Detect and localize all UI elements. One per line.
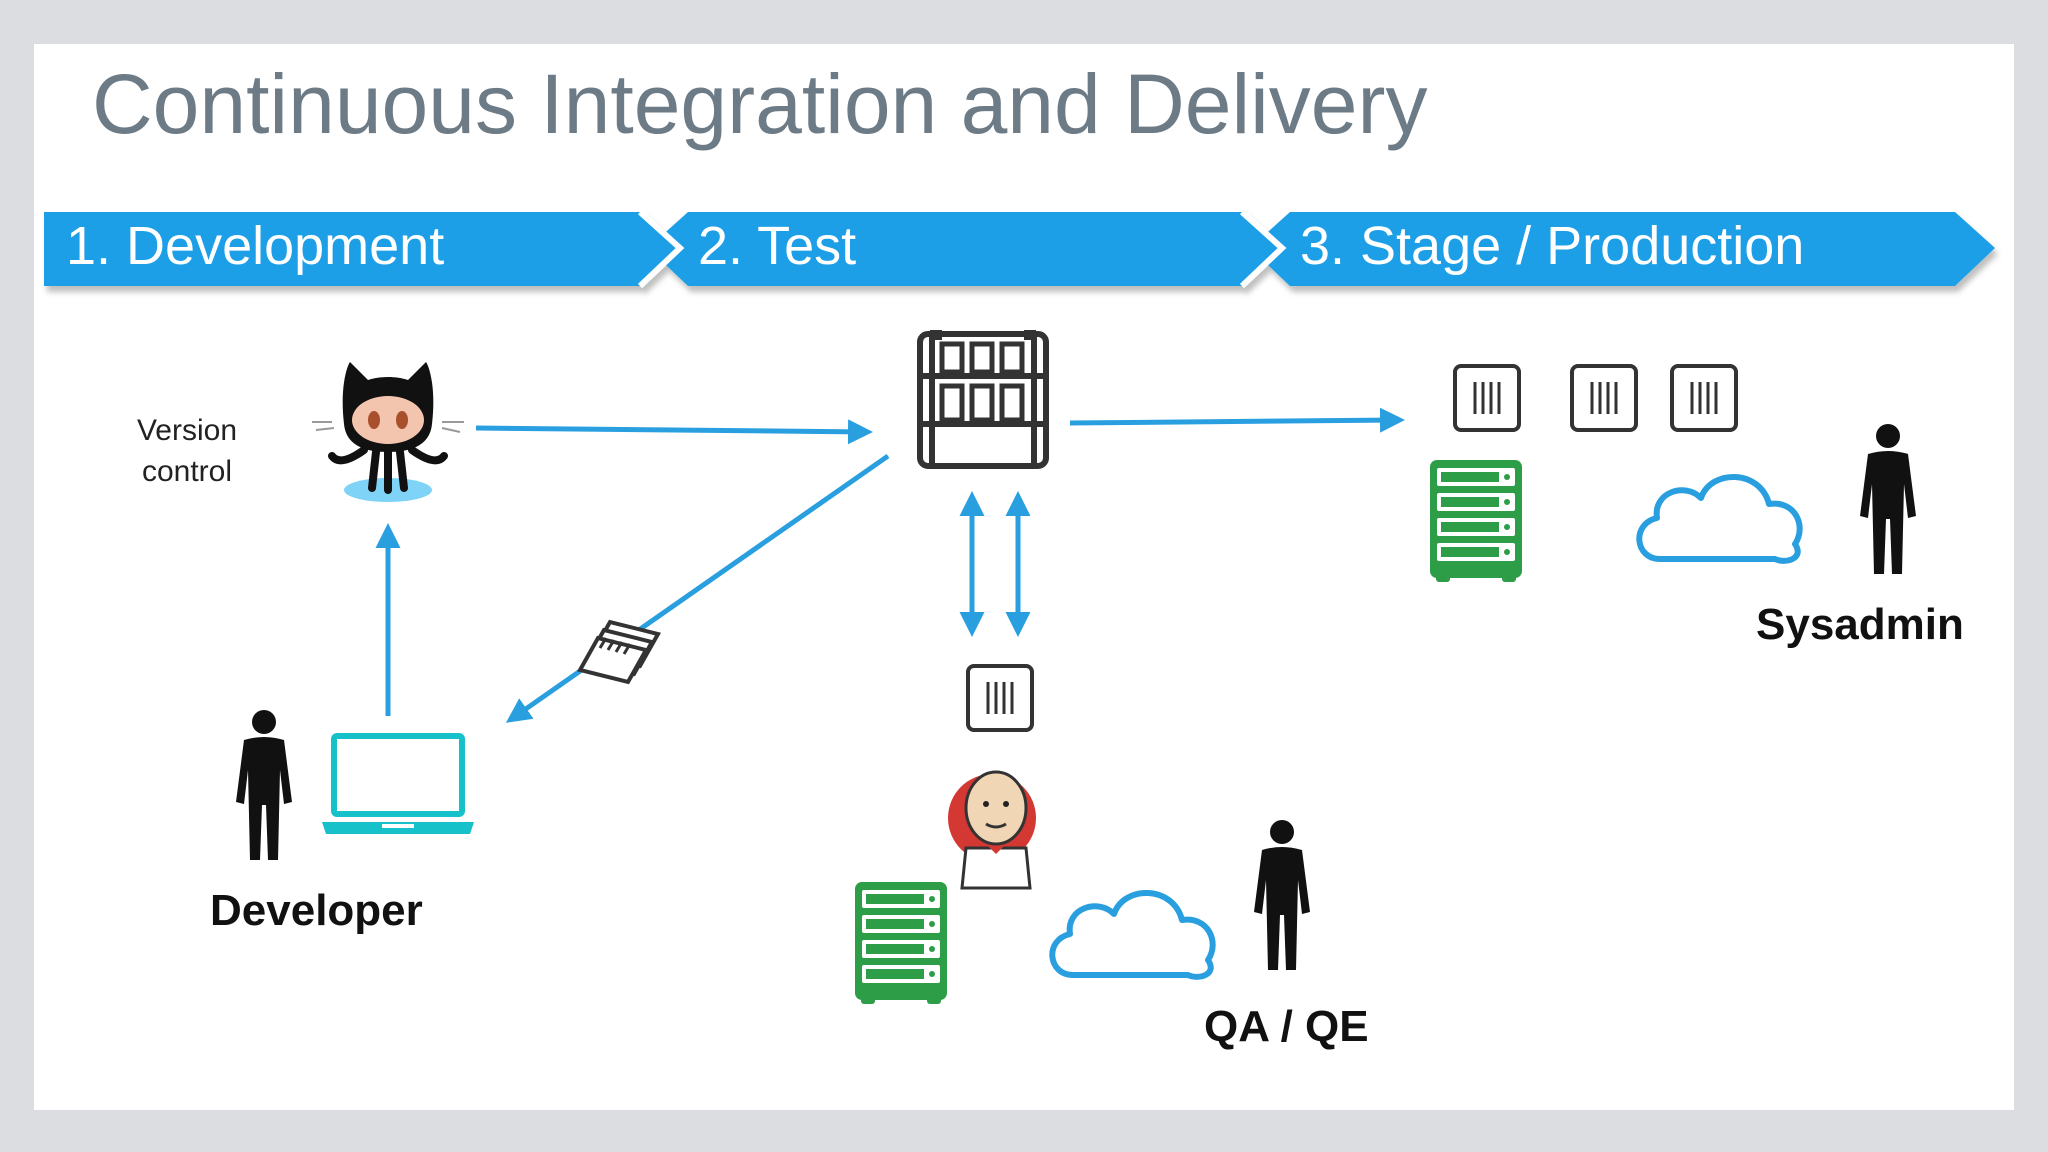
flow-arrows <box>375 407 1405 723</box>
stage-production <box>1250 212 1995 286</box>
test-cloud-icon <box>1052 893 1212 977</box>
prod-artifact-icon-1 <box>1453 364 1521 432</box>
sysadmin-person-icon <box>1860 424 1916 574</box>
sysadmin-label: Sysadmin <box>1756 600 1964 649</box>
prod-cloud-icon <box>1639 477 1799 561</box>
stage-label-test: 2. Test <box>698 216 857 276</box>
jenkins-icon <box>948 770 1036 890</box>
developer-person-icon <box>236 710 292 860</box>
laptop-icon <box>322 733 474 834</box>
artifact-repository-icon <box>917 330 1049 469</box>
version-control-line-1: Version <box>136 414 238 447</box>
qa-label: QA / QE <box>1204 1002 1369 1051</box>
arrow-repo-to-ci <box>475 419 873 445</box>
stage-label-development: 1. Development <box>66 216 445 276</box>
stage-bar <box>44 209 1995 289</box>
artifacts-stack-icon <box>576 619 662 685</box>
stage-development <box>44 212 680 286</box>
slide-title: Continuous Integration and Delivery <box>92 57 1428 151</box>
version-control-label: Version control <box>122 410 252 492</box>
test-artifact-icon <box>966 664 1034 732</box>
prod-artifact-icon-3 <box>1670 364 1738 432</box>
prod-artifact-icon-2 <box>1570 364 1638 432</box>
stage-test <box>648 212 1282 286</box>
stage-label-production: 3. Stage / Production <box>1300 216 1805 276</box>
prod-server-icon <box>1430 460 1522 582</box>
github-octocat-icon <box>312 362 464 502</box>
version-control-line-2: control <box>141 455 233 488</box>
test-server-icon <box>855 882 947 1004</box>
arrow-ci-to-production <box>1069 407 1405 433</box>
qa-person-icon <box>1254 820 1310 970</box>
developer-label: Developer <box>210 886 423 935</box>
arrow-ci-to-developer <box>505 453 890 723</box>
